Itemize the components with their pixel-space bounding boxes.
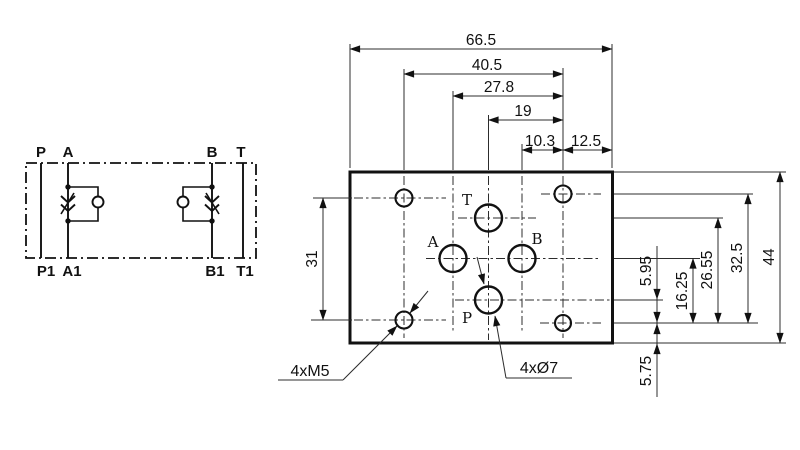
plate-port-a-label: A — [427, 233, 439, 251]
symbol-port-b: B — [207, 144, 218, 161]
dim-port-ab-height: 16.25 — [674, 257, 697, 324]
symbol-port-p: P — [36, 144, 46, 161]
centerlines — [354, 176, 610, 340]
bypass-b — [182, 186, 212, 222]
hole-mount-top-left — [394, 188, 414, 208]
dim-66-5-label: 66.5 — [466, 32, 496, 49]
hydraulic-symbol: P A B T P1 A1 B1 T1 — [25, 144, 257, 280]
dim-left-hole-spacing: 31 — [304, 197, 327, 321]
callout-4xM5-label: 4xM5 — [290, 363, 329, 380]
symbol-port-t1: T1 — [236, 263, 254, 280]
dim-edge-span: 12.5 — [562, 133, 613, 154]
plate-port-t-label: T — [462, 191, 472, 209]
hole-port-p — [473, 285, 504, 315]
dim-bottom-offset: 5.75 — [638, 311, 661, 386]
dim-5-75-label: 5.75 — [638, 356, 655, 386]
dim-27-8-label: 27.8 — [484, 79, 514, 96]
dim-44-label: 44 — [761, 248, 778, 266]
dim-port-a-span: 27.8 — [452, 79, 564, 100]
callouts: 4xM5 4xØ7 — [278, 256, 572, 381]
dim-12-5-label: 12.5 — [571, 133, 601, 150]
symbol-envelope — [25, 162, 257, 259]
symbol-port-a: A — [63, 144, 74, 161]
dim-port-b-span: 10.3 — [521, 133, 564, 154]
symbol-port-a1: A1 — [62, 263, 81, 280]
dim-32-5-label: 32.5 — [729, 243, 746, 273]
extension-lines — [311, 44, 786, 344]
dim-right-hole-spacing: 32.5 — [729, 193, 752, 324]
dim-40-5-label: 40.5 — [472, 57, 502, 74]
dim-31-label: 31 — [304, 250, 321, 267]
dim-16-25-label: 16.25 — [674, 272, 691, 311]
dim-overall-height: 44 — [761, 171, 784, 344]
hole-port-b — [507, 243, 537, 274]
dim-mount-hole-span: 40.5 — [403, 57, 564, 78]
dimensions: 66.5 40.5 27.8 19 10.3 12.5 31 — [304, 32, 786, 397]
plate-port-b-label: B — [531, 230, 542, 248]
plate-view: T A B P — [348, 170, 614, 345]
dim-19-label: 19 — [514, 103, 531, 120]
check-valve-b-icon — [176, 195, 190, 209]
dim-26-55-label: 26.55 — [699, 251, 716, 290]
plate-outline — [348, 170, 614, 345]
hole-port-t — [473, 203, 504, 233]
check-valve-a-icon — [91, 195, 105, 209]
dim-5-95-label: 5.95 — [638, 256, 655, 286]
throttle-check-a — [60, 184, 105, 224]
dim-center-span: 19 — [487, 103, 564, 124]
dim-port-t-height: 26.55 — [699, 217, 722, 324]
hole-mount-top-right — [553, 184, 573, 204]
callout-mounting-holes: 4xM5 — [278, 290, 429, 381]
bypass-a — [68, 186, 99, 222]
symbol-port-p1: P1 — [37, 263, 55, 280]
holes — [394, 184, 573, 333]
hole-mount-bottom-left — [394, 310, 414, 330]
hole-mount-bottom-right — [553, 313, 573, 333]
hole-port-a — [438, 243, 468, 274]
callout-port-holes: 4xØ7 — [476, 256, 572, 379]
symbol-port-b1: B1 — [205, 263, 224, 280]
dim-10-3-label: 10.3 — [525, 133, 555, 150]
plate-port-p-label: P — [462, 309, 472, 327]
callout-4xO7-label: 4xØ7 — [520, 360, 558, 377]
symbol-port-t: T — [236, 144, 245, 161]
throttle-check-b — [176, 184, 220, 224]
dim-overall-width: 66.5 — [349, 32, 613, 53]
